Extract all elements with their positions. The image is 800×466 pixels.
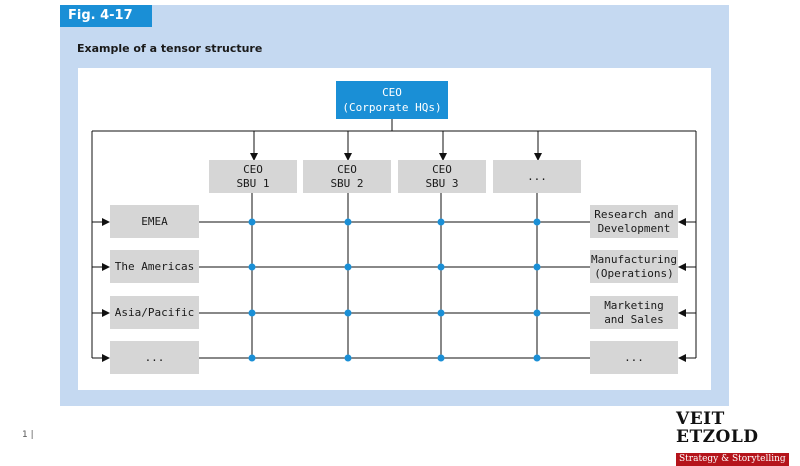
intersection-node-1-1 (248, 218, 256, 226)
function-box-marketing: Marketing and Sales (590, 296, 678, 329)
connector-lines (91, 119, 697, 362)
ceo-subtitle: (Corporate HQs) (342, 101, 442, 114)
figure-label: Fig. 4-17 (60, 5, 152, 27)
region-box-americas: The Americas (110, 250, 199, 283)
function-box-rnd: Research and Development (590, 205, 678, 238)
brand-name: VEIT ETZOLD (676, 409, 759, 447)
brand-logo: VEIT ETZOLD Strategy & Storytelling (676, 410, 797, 466)
intersection-node-3-3 (437, 309, 445, 317)
region-box-more: ... (110, 341, 199, 374)
page-number: 1 | (22, 430, 34, 440)
intersection-node-2-2 (344, 263, 352, 271)
intersection-node-4-1 (248, 354, 256, 362)
intersection-node-1-2 (344, 218, 352, 226)
intersection-node-3-2 (344, 309, 352, 317)
intersection-node-4-4 (533, 354, 541, 362)
intersection-node-1-3 (437, 218, 445, 226)
intersection-node-3-1 (248, 309, 256, 317)
figure-subtitle: Example of a tensor structure (77, 42, 263, 55)
sbu-box-2: CEO SBU 2 (303, 160, 391, 193)
sbu-box-3: CEO SBU 3 (398, 160, 486, 193)
intersection-node-3-4 (533, 309, 541, 317)
ceo-box: CEO (Corporate HQs) (336, 81, 448, 119)
function-box-manufacturing: Manufacturing (Operations) (590, 250, 678, 283)
sbu-box-1: CEO SBU 1 (209, 160, 297, 193)
ceo-title: CEO (382, 86, 402, 99)
intersection-node-4-3 (437, 354, 445, 362)
intersection-node-4-2 (344, 354, 352, 362)
sbu-box-4: ... (493, 160, 581, 193)
intersection-node-1-4 (533, 218, 541, 226)
function-box-more: ... (590, 341, 678, 374)
intersection-node-2-4 (533, 263, 541, 271)
brand-tagline: Strategy & Storytelling (676, 453, 789, 466)
region-box-emea: EMEA (110, 205, 199, 238)
intersection-node-2-3 (437, 263, 445, 271)
intersection-nodes (248, 218, 541, 362)
region-box-apac: Asia/Pacific (110, 296, 199, 329)
intersection-node-2-1 (248, 263, 256, 271)
